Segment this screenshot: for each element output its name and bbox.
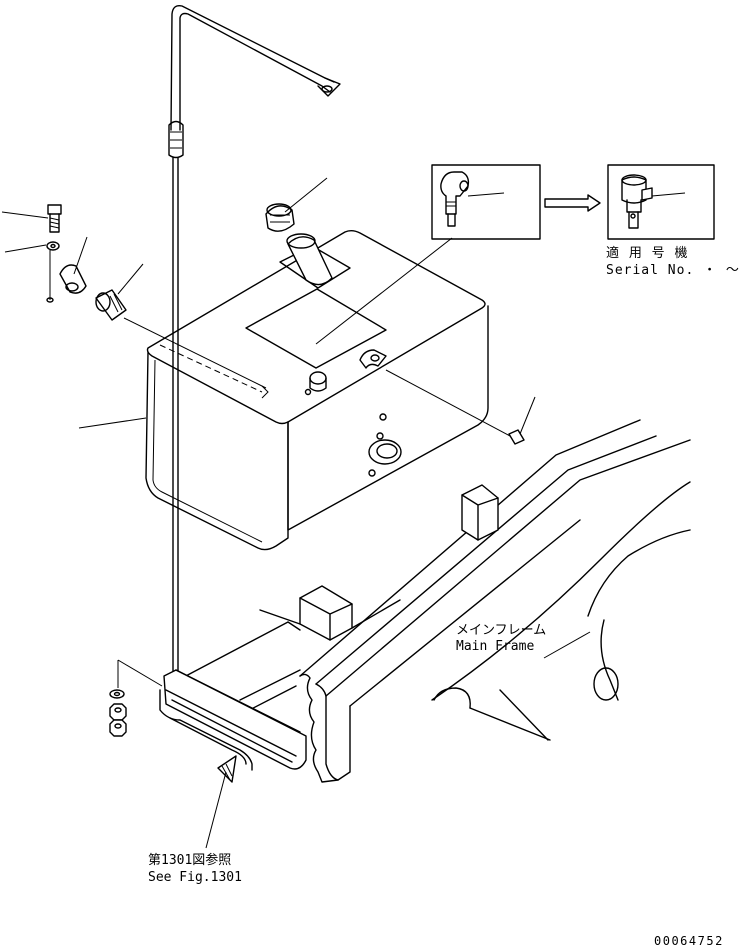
leader-cap bbox=[284, 177, 328, 213]
leader-lines-left bbox=[1, 211, 147, 429]
left-fittings bbox=[46, 204, 267, 389]
drain-plug bbox=[385, 369, 536, 445]
drawing-number: 00064752 bbox=[654, 934, 724, 948]
main-frame-label-en: Main Frame bbox=[456, 639, 534, 654]
fuel-tank bbox=[145, 230, 489, 551]
serial-label-en: Serial No. ・ ～ bbox=[606, 263, 740, 278]
main-frame bbox=[159, 419, 691, 783]
lower-hardware bbox=[109, 659, 163, 737]
see-fig-label-en: See Fig.1301 bbox=[148, 870, 242, 885]
see-fig-arrow bbox=[205, 755, 237, 849]
detail-box-new bbox=[607, 164, 715, 240]
serial-label-jp: 適 用 号 機 bbox=[606, 245, 688, 261]
filler-neck bbox=[286, 233, 333, 286]
see-fig-label-jp: 第1301図参照 bbox=[148, 852, 231, 868]
leader-main-frame bbox=[543, 631, 591, 659]
breather-pipe bbox=[168, 4, 341, 673]
main-frame-label-jp: メインフレーム bbox=[456, 623, 546, 638]
detail-box-current bbox=[315, 164, 541, 345]
filler-cap bbox=[265, 203, 295, 232]
replacement-arrow bbox=[544, 194, 601, 212]
